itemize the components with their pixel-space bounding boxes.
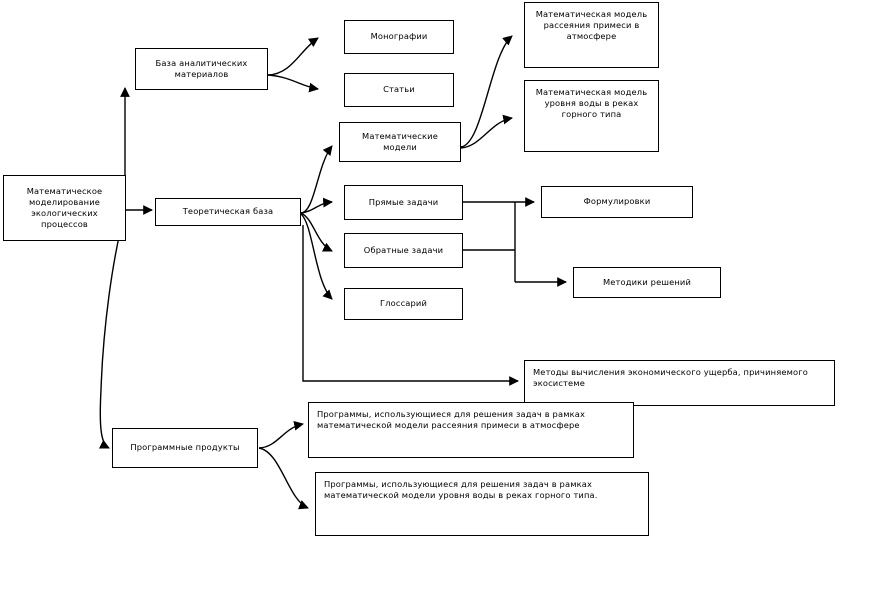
node-economic-damage[interactable]: Методы вычисления экономического ущерба,… bbox=[524, 360, 835, 406]
node-direct-problems[interactable]: Прямые задачи bbox=[344, 185, 463, 220]
edge-root-to-software-products bbox=[98, 211, 126, 449]
edge-theoretical-base-to-direct-problems bbox=[300, 197, 333, 214]
node-math-models-label: Математические модели bbox=[362, 130, 438, 152]
node-direct-problems-label: Прямые задачи bbox=[368, 196, 439, 207]
node-software-products[interactable]: Программные продукты bbox=[112, 428, 258, 468]
node-glossary[interactable]: Глоссарий bbox=[344, 288, 463, 320]
node-root[interactable]: Математическое моделирование экологическ… bbox=[3, 175, 126, 241]
node-analytical-base-label: База аналитических материалов bbox=[155, 57, 248, 79]
node-analytical-base[interactable]: База аналитических материалов bbox=[135, 48, 268, 90]
node-programs-impurity-label: Программы, использующиеся для решения за… bbox=[317, 409, 586, 431]
edge-theoretical-base-to-inverse-problems bbox=[300, 212, 333, 252]
node-inverse-problems-label: Обратные задачи bbox=[363, 244, 444, 255]
node-math-models[interactable]: Математические модели bbox=[339, 122, 461, 162]
node-programs-water-level-label: Программы, использующиеся для решения за… bbox=[324, 479, 598, 501]
node-root-label: Математическое моделирование экологическ… bbox=[26, 185, 103, 230]
node-glossary-label: Глоссарий bbox=[379, 298, 428, 309]
edge-theoretical-base-to-math-models bbox=[300, 145, 333, 214]
edge-software-products-to-programs-water-level bbox=[258, 447, 309, 510]
node-theoretical-base[interactable]: Теоретическая база bbox=[155, 198, 301, 226]
edge-analytical-base-to-articles bbox=[267, 74, 319, 93]
node-model-water-level[interactable]: Математическая модель уровня воды в река… bbox=[524, 80, 659, 152]
edge-software-products-to-programs-impurity bbox=[258, 420, 304, 449]
node-articles[interactable]: Статьи bbox=[344, 73, 454, 107]
node-model-impurity[interactable]: Математическая модель рассеяния примеси … bbox=[524, 2, 659, 68]
node-monographs[interactable]: Монографии bbox=[344, 20, 454, 54]
node-model-water-level-label: Математическая модель уровня воды в река… bbox=[535, 87, 648, 120]
node-economic-damage-label: Методы вычисления экономического ущерба,… bbox=[533, 367, 808, 389]
node-inverse-problems[interactable]: Обратные задачи bbox=[344, 233, 463, 268]
node-theoretical-base-label: Теоретическая база bbox=[182, 206, 274, 217]
node-articles-label: Статьи bbox=[383, 84, 415, 95]
node-formulations[interactable]: Формулировки bbox=[541, 186, 693, 218]
node-model-impurity-label: Математическая модель рассеяния примеси … bbox=[535, 9, 648, 42]
edge-analytical-base-to-monographs bbox=[267, 37, 319, 76]
node-software-products-label: Программные продукты bbox=[130, 442, 240, 453]
edge-math-models-to-model-water-level bbox=[460, 114, 513, 149]
node-formulations-label: Формулировки bbox=[583, 196, 651, 207]
edge-math-models-to-model-impurity bbox=[460, 35, 513, 148]
node-solution-methods[interactable]: Методики решений bbox=[573, 267, 721, 298]
node-monographs-label: Монографии bbox=[370, 31, 428, 42]
edge-theoretical-base-to-glossary bbox=[300, 213, 333, 300]
node-solution-methods-label: Методики решений bbox=[602, 276, 692, 287]
node-programs-impurity[interactable]: Программы, использующиеся для решения за… bbox=[308, 402, 634, 458]
node-programs-water-level[interactable]: Программы, использующиеся для решения за… bbox=[315, 472, 649, 536]
